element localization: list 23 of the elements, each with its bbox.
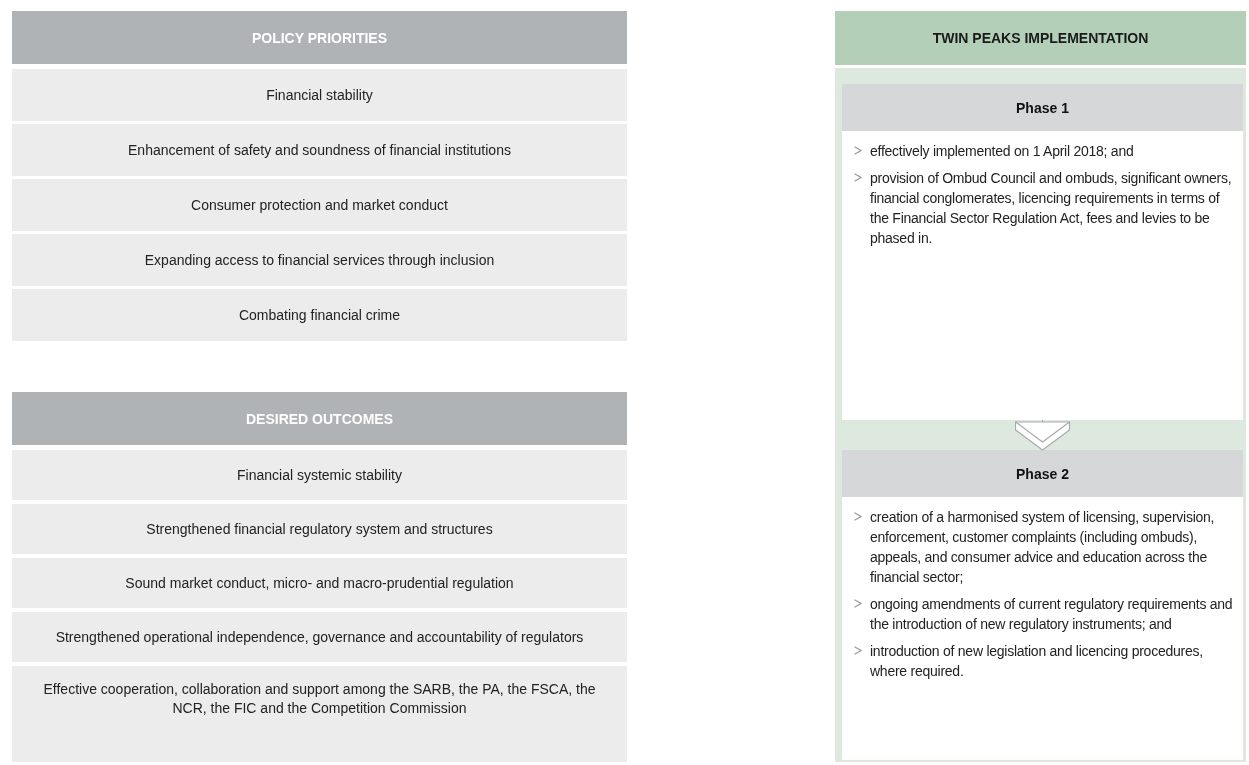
table-row: Expanding access to financial services through inclusion xyxy=(12,234,627,286)
table-row: Strengthened financial regulatory system and structures xyxy=(12,504,627,554)
table-row: Combating financial crime xyxy=(12,289,627,341)
table-row: Sound market conduct, micro- and macro-prudential regulation xyxy=(12,558,627,608)
implementation-panel xyxy=(835,11,1246,762)
bullet-text: effectively implemented on 1 April 2018; and xyxy=(870,142,1134,161)
table-header: TWIN PEAKS IMPLEMENTATION xyxy=(835,11,1246,65)
table-row: Financial systemic stability xyxy=(12,450,627,500)
bullet-text: creation of a harmonised system of licensing, supervision, enforcement, customer complaints (including ombuds), appeals, and consumer advice and education across the financial sector; xyxy=(870,508,1216,587)
bullet-text: ongoing amendments of current regulatory requirements and the introduction of new regulatory instruments; and xyxy=(870,595,1233,634)
phase-card xyxy=(842,84,1243,420)
table-row: Effective cooperation, collaboration and support among the SARB, the PA, the FSCA, the NCR, the FIC and the Competition Commission xyxy=(12,666,627,762)
phase-heading: Phase 2 xyxy=(842,450,1243,497)
phase-card xyxy=(842,450,1243,760)
table-row: Strengthened operational independence, governance and accountability of regulators xyxy=(12,612,627,662)
phase-heading: Phase 1 xyxy=(842,84,1243,131)
bullet-text: introduction of new legislation and licencing procedures, where required. xyxy=(870,642,1204,681)
table-row: Enhancement of safety and soundness of financial institutions xyxy=(12,124,627,176)
bullet-text: provision of Ombud Council and ombuds, significant owners, financial conglomerates, licencing requirements in terms of the Financial Sector Regulation Act, fees and levies to be phased in. xyxy=(870,169,1233,248)
table-row: Financial stability xyxy=(12,69,627,121)
table-row: Consumer protection and market conduct xyxy=(12,179,627,231)
table-header: DESIRED OUTCOMES xyxy=(12,392,627,445)
table-header: POLICY PRIORITIES xyxy=(12,11,627,64)
